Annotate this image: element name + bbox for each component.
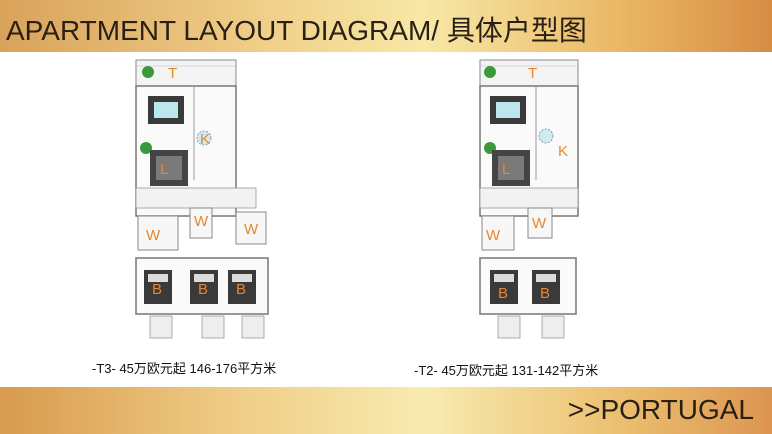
room-label-wc: W — [194, 213, 209, 230]
floor-plan-t2: T K L W W B B — [478, 58, 588, 340]
header-bar: APARTMENT LAYOUT DIAGRAM/ 具体户型图 — [0, 0, 772, 52]
page-title: APARTMENT LAYOUT DIAGRAM/ 具体户型图 — [6, 15, 587, 46]
room-label-terrace: T — [528, 65, 537, 82]
floor-plan-t3: T K L W W W B B B — [134, 58, 274, 340]
room-label-bedroom: B — [498, 285, 508, 302]
plan-caption-t2: -T2- 45万欧元起 131-142平方米 — [414, 363, 599, 378]
footer-label: >>PORTUGAL — [567, 394, 754, 425]
plant-icon — [484, 66, 496, 78]
footer-bar: >>PORTUGAL — [0, 387, 772, 434]
room-label-wc: W — [244, 221, 259, 238]
room-label-bedroom: B — [236, 281, 246, 298]
plant-icon — [142, 66, 154, 78]
room-label-living: L — [160, 161, 168, 178]
floor-plan-t3-drawing: T K L W W W B B B — [135, 59, 269, 339]
room-label-terrace: T — [168, 65, 177, 82]
room-label-bedroom: B — [152, 281, 162, 298]
room-label-bedroom: B — [540, 285, 550, 302]
plan-caption-t3: -T3- 45万欧元起 146-176平方米 — [92, 361, 277, 376]
room-label-bedroom: B — [198, 281, 208, 298]
room-label-kitchen: K — [200, 131, 210, 148]
room-label-kitchen: K — [558, 143, 568, 160]
room-label-wc: W — [486, 227, 501, 244]
room-label-wc: W — [532, 215, 547, 232]
room-label-wc: W — [146, 227, 161, 244]
room-label-living: L — [502, 161, 510, 178]
floor-plan-t2-drawing: T K L W W B B — [479, 59, 579, 339]
